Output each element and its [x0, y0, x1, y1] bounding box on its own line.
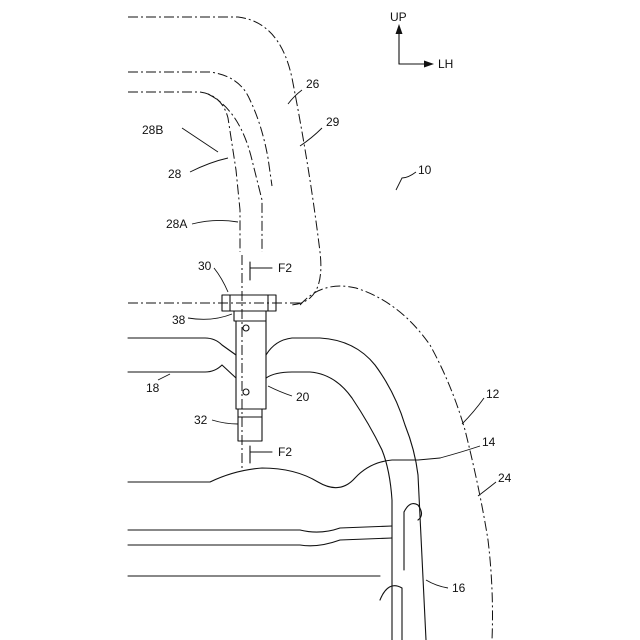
orientation-indicator: UP LH [390, 10, 453, 71]
leader-24 [478, 482, 496, 496]
lh-label: LH [438, 57, 453, 71]
cushion-frame-middle-2 [128, 538, 392, 546]
headrest-stay-28-right [208, 94, 262, 252]
section-mark-bottom [250, 446, 272, 463]
cushion-frame-middle [128, 526, 392, 532]
leader-28a [192, 220, 238, 224]
pipe-16-lower [380, 586, 402, 640]
frame-pipe-16-right [418, 475, 426, 640]
frame-pipe-18-bottom-left [128, 365, 236, 378]
ref-14: 14 [482, 435, 496, 449]
holder-pin-lower [243, 389, 249, 395]
leader-28b [182, 128, 218, 152]
ref-28a: 28A [166, 217, 187, 231]
holder-pin-upper [243, 325, 249, 331]
leader-32 [212, 420, 238, 424]
ref-29: 29 [326, 115, 340, 129]
frame-pipe-14-inner [266, 372, 392, 640]
ref-32: 32 [194, 413, 208, 427]
leader-38 [188, 314, 232, 319]
leader-28 [190, 158, 228, 172]
ref-28b: 28B [142, 123, 163, 137]
holder-20 [236, 321, 266, 409]
lh-arrow-head [424, 61, 434, 68]
f2-top-label: F2 [278, 261, 292, 275]
pipe-16-end [404, 504, 422, 520]
leader-12 [462, 398, 484, 424]
ref-24: 24 [498, 471, 512, 485]
section-mark-top [250, 262, 272, 280]
ref-18: 18 [146, 381, 160, 395]
up-arrow-head [396, 24, 403, 34]
leader-18 [158, 374, 170, 380]
ref-10: 10 [418, 163, 432, 177]
ref-38: 38 [172, 313, 186, 327]
section-marker-top: F2 [250, 261, 292, 280]
cushion-frame-upper [128, 458, 440, 488]
ref-20: 20 [296, 390, 310, 404]
leader-16 [426, 580, 448, 588]
frame-pipe-18-top-left [128, 338, 236, 355]
holder-38 [234, 311, 266, 321]
ref-30: 30 [198, 259, 212, 273]
leader-14 [440, 446, 480, 458]
ref-26: 26 [306, 77, 320, 91]
leader-10 [396, 172, 416, 190]
section-marker-bottom: F2 [250, 445, 292, 463]
ref-12: 12 [486, 387, 500, 401]
leader-30 [214, 268, 228, 292]
ref-28: 28 [168, 167, 182, 181]
leader-20 [268, 386, 292, 396]
f2-bottom-label: F2 [278, 445, 292, 459]
up-label: UP [390, 10, 407, 24]
ref-16: 16 [452, 581, 466, 595]
